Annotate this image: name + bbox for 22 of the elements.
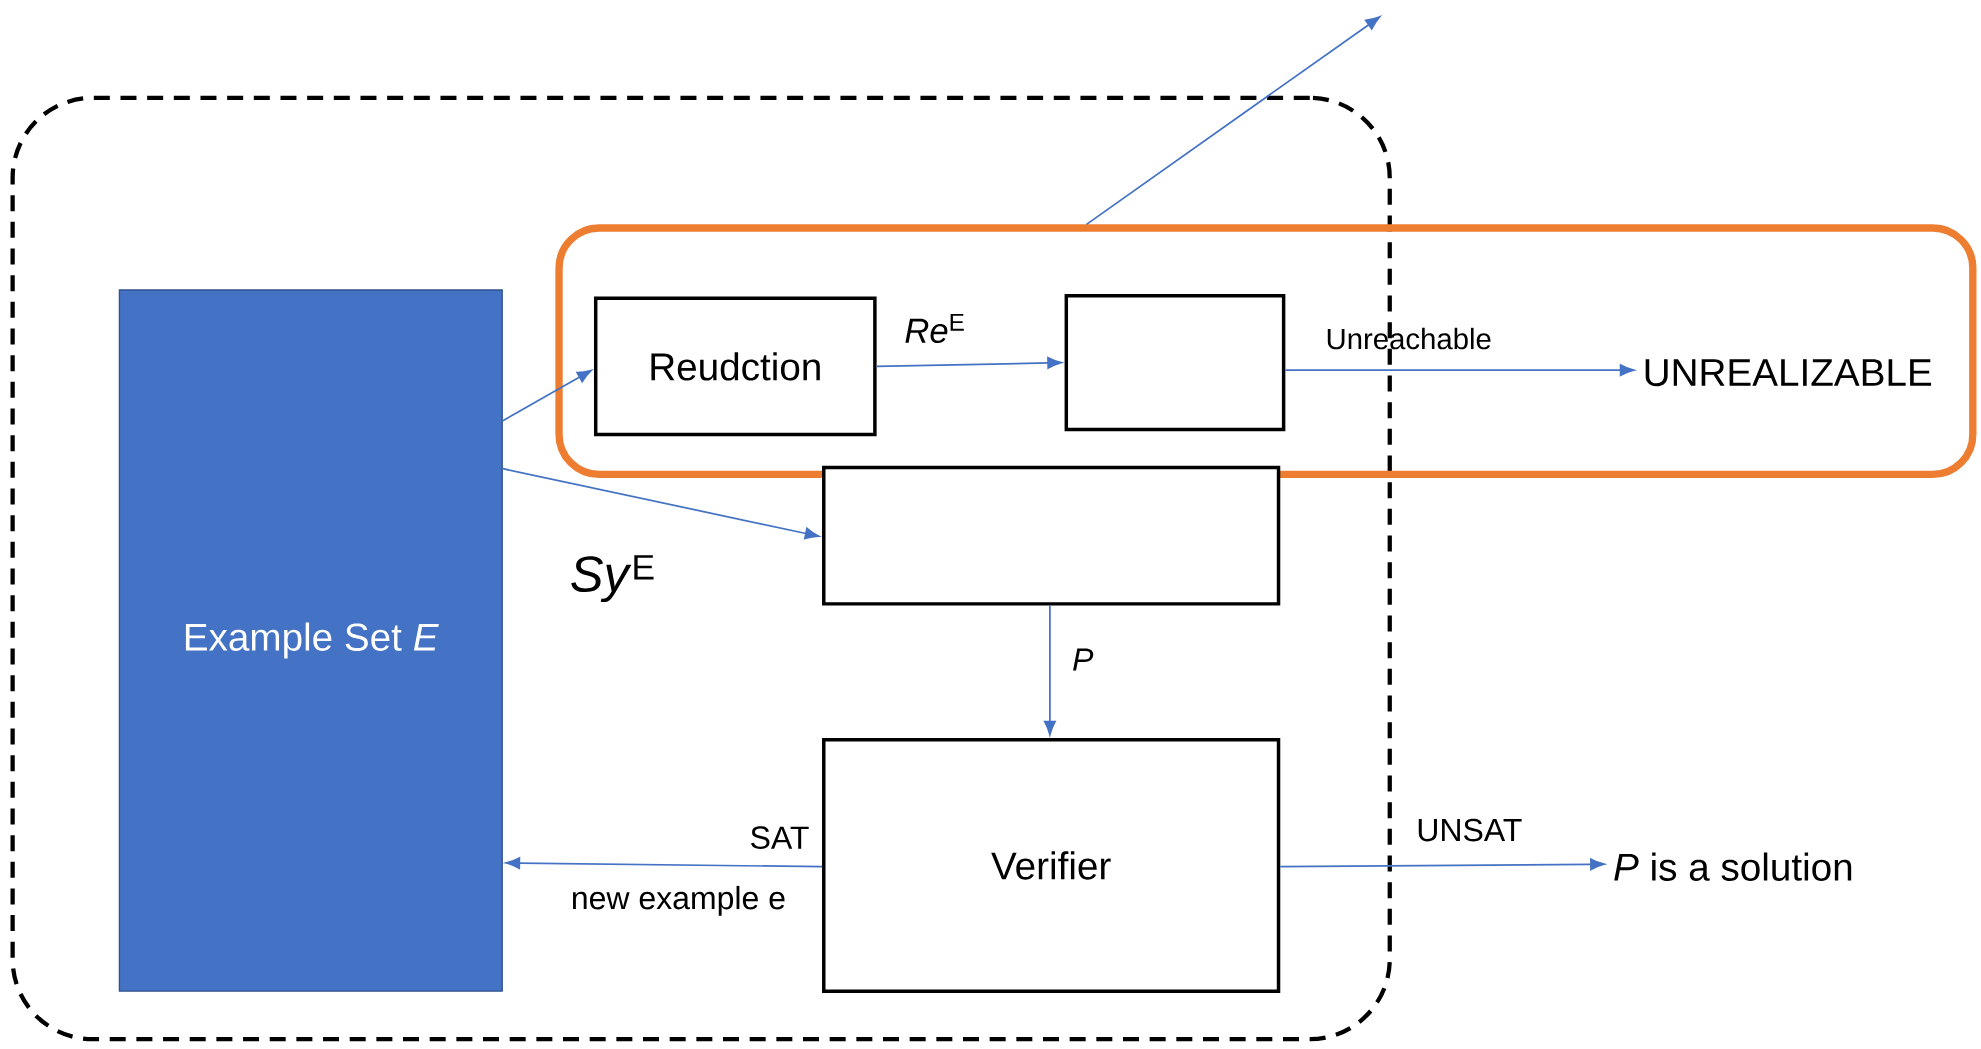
output-text: UNREALIZABLE — [1645, 359, 1932, 387]
edge-label: Sy$^{E}$ — [571, 555, 654, 603]
example-set-bar: Example Set E — [118, 289, 503, 992]
edge-label: P — [1073, 648, 1094, 671]
arrow — [1085, 16, 1381, 226]
arrow — [505, 857, 823, 870]
edge-label: Re$^{E}$ — [905, 314, 964, 344]
process-box — [822, 465, 1281, 606]
edge-label: UNSAT — [1418, 818, 1522, 842]
arrow — [502, 468, 820, 540]
process-box: Verifier — [822, 738, 1281, 994]
edge-label: Unreachable — [1327, 328, 1491, 350]
arrow — [1279, 858, 1605, 871]
process-box — [1064, 294, 1286, 432]
process-box: Reudction — [593, 296, 877, 437]
arrow — [1043, 604, 1056, 736]
note-text: new example e — [572, 886, 785, 916]
output-text: P is a solution — [1614, 852, 1852, 882]
arrow — [502, 369, 592, 422]
arrow — [1284, 364, 1635, 377]
arrow — [875, 357, 1062, 370]
edge-label: SAT — [751, 826, 809, 850]
